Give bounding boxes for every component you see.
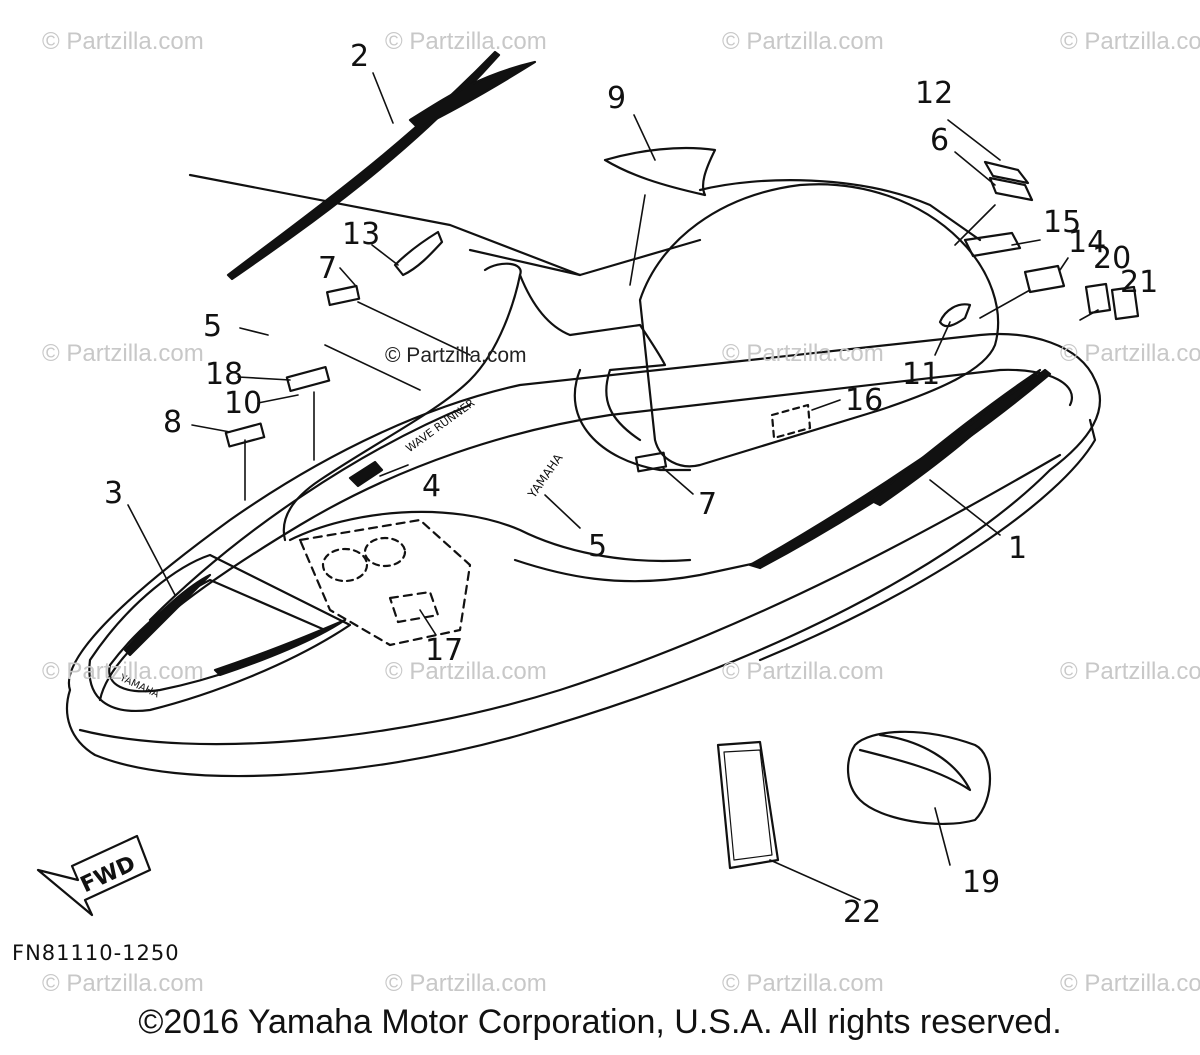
decal-14 xyxy=(1023,264,1066,294)
callout-7-upper: 7 xyxy=(318,251,337,286)
decal-6 xyxy=(988,176,1034,202)
decal-15 xyxy=(963,231,1022,258)
decal-4 xyxy=(348,460,384,488)
callout-1: 1 xyxy=(1008,531,1027,566)
watermark: © Partzilla.com xyxy=(722,340,884,367)
callout-7-lower: 7 xyxy=(698,487,717,522)
callout-18: 18 xyxy=(205,357,243,392)
storage-dashed-circle-1 xyxy=(321,547,369,583)
callout-17: 17 xyxy=(425,633,463,668)
decal-2-stripe xyxy=(226,50,501,281)
decal-11 xyxy=(938,303,972,328)
callout-9: 9 xyxy=(607,81,626,116)
watermark: © Partzilla.com xyxy=(1060,658,1200,685)
callout-22: 22 xyxy=(843,895,881,930)
watermark: © Partzilla.com xyxy=(722,970,884,997)
callout-2: 2 xyxy=(350,39,369,74)
watermark: © Partzilla.com xyxy=(722,28,884,55)
callout-16: 16 xyxy=(845,383,883,418)
decal-17-dashed xyxy=(388,590,440,624)
seat-back-line xyxy=(468,248,582,277)
decal-3-stripe xyxy=(123,573,212,657)
callout-5-lower: 5 xyxy=(588,529,607,564)
decal-16-dashed xyxy=(770,403,812,440)
callout-labels: 2 9 12 6 15 14 20 21 13 7 5 11 18 10 16 … xyxy=(104,39,1158,930)
decal-19 xyxy=(1084,282,1112,315)
decal-text-yamaha: YAMAHA xyxy=(525,451,566,502)
owner-manual xyxy=(716,740,780,870)
pole-body xyxy=(573,368,692,472)
watermark: © Partzilla.com xyxy=(1060,28,1200,55)
hull-top-rail xyxy=(148,403,472,622)
copyright-notice: ©2016 Yamaha Motor Corporation, U.S.A. A… xyxy=(138,1003,1062,1041)
figure-code: FN81110-1250 xyxy=(12,941,180,965)
watermark: © Partzilla.com xyxy=(1060,340,1200,367)
decal-7-upper xyxy=(325,284,361,307)
callout-12: 12 xyxy=(915,76,953,111)
decal-1-stripe-c xyxy=(948,370,1047,447)
hull-lower-line xyxy=(78,453,1062,746)
seat-back-panel xyxy=(188,173,702,277)
fwd-arrow-icon xyxy=(36,834,152,917)
decal-9 xyxy=(603,146,717,197)
tool-pouch xyxy=(846,730,992,826)
seat-top xyxy=(698,179,982,242)
callout-3: 3 xyxy=(104,476,123,511)
callout-21: 19 xyxy=(962,865,1000,900)
decal-8 xyxy=(224,422,266,448)
watermark: © Partzilla.com xyxy=(42,658,204,685)
watermark: © Partzilla.com xyxy=(42,28,204,55)
front-hatch xyxy=(88,553,352,712)
callout-14: 14 xyxy=(1068,225,1106,260)
callout-5-upper: 5 xyxy=(203,309,222,344)
decal-2-stripe-b xyxy=(408,60,537,130)
storage-dashed-circle-2 xyxy=(363,536,407,568)
steering-pole xyxy=(282,262,522,542)
decal-3-stripe-b xyxy=(213,618,347,677)
callout-20: 21 xyxy=(1120,265,1158,300)
callout-4: 4 xyxy=(422,469,441,504)
decal-7-lower xyxy=(634,451,668,473)
callout-10: 10 xyxy=(224,386,262,421)
callout-19: 20 xyxy=(1093,241,1131,276)
callout-6: 6 xyxy=(930,123,949,158)
owner-manual-cover xyxy=(723,749,773,861)
watermark-center: © Partzilla.com xyxy=(385,344,527,367)
callout-13: 13 xyxy=(342,217,380,252)
watermark: © Partzilla.com xyxy=(42,970,204,997)
callout-8: 8 xyxy=(163,405,182,440)
hull-side-lower xyxy=(758,418,1097,662)
decal-20 xyxy=(1110,285,1140,321)
steering-pole-inner xyxy=(518,273,667,442)
watermark: © Partzilla.com xyxy=(385,658,547,685)
watermark: © Partzilla.com xyxy=(385,28,547,55)
seat-body xyxy=(638,183,1000,468)
tool-pouch-flap xyxy=(858,733,972,792)
callout-11: 11 xyxy=(902,357,940,392)
decal-12 xyxy=(983,160,1030,185)
footwell-lower xyxy=(513,558,772,583)
watermark: © Partzilla.com xyxy=(385,970,547,997)
hull-outline xyxy=(66,333,1101,778)
decal-18 xyxy=(285,365,331,393)
decal-13 xyxy=(393,230,444,277)
watermark: © Partzilla.com xyxy=(42,340,204,367)
watermark: © Partzilla.com xyxy=(1060,970,1200,997)
storage-dashed xyxy=(298,518,472,647)
callout-15: 15 xyxy=(1043,205,1081,240)
footwell-line xyxy=(288,510,692,563)
watermark: © Partzilla.com xyxy=(722,658,884,685)
